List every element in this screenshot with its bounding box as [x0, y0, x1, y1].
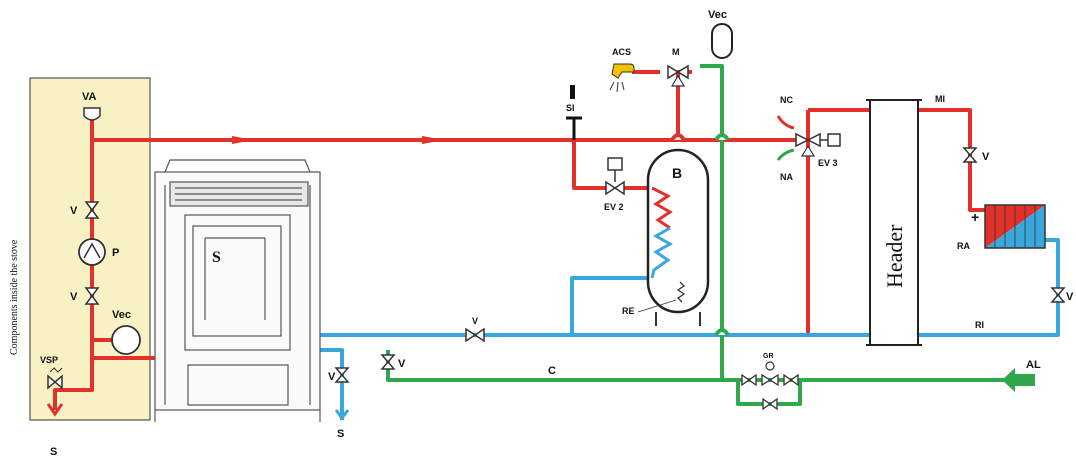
- pipe-crossover: [714, 328, 730, 337]
- expansion-tank-vec-top: [711, 23, 733, 59]
- valve-v-1: [84, 201, 100, 219]
- boiler-tank-b: [646, 148, 710, 314]
- flow-arrow: [231, 136, 249, 144]
- valve-gr-center: [761, 373, 779, 387]
- sensor-si: [570, 85, 575, 99]
- pump-p: [78, 238, 106, 266]
- label-v-mi: V: [982, 151, 990, 163]
- expansion-tank-vec: [111, 325, 141, 355]
- label-al: AL: [1026, 359, 1041, 371]
- label-ev3: EV 3: [818, 158, 838, 168]
- label-v-drain: V: [328, 371, 336, 383]
- valve-gr-bypass: [762, 397, 778, 411]
- label-v-1: V: [70, 205, 78, 217]
- label-nc: NC: [780, 95, 793, 105]
- label-v-cold: V: [398, 358, 406, 370]
- label-s-left: S: [50, 446, 57, 458]
- side-caption: Components inside the stove: [9, 239, 20, 355]
- radiator-ra: [984, 204, 1046, 249]
- label-gr: GR: [763, 353, 774, 360]
- label-plus: +: [971, 209, 979, 225]
- label-v-ri: V: [1066, 291, 1074, 303]
- ev3-lower-port: [800, 144, 816, 157]
- label-m: M: [672, 47, 680, 57]
- label-re: RE: [622, 306, 635, 316]
- boiler-coil-cold: [650, 226, 674, 279]
- valve-gr-right: [783, 373, 799, 387]
- acs-tap-icon: [611, 63, 635, 79]
- vsp-spring: [49, 367, 63, 373]
- label-va: VA: [82, 91, 97, 103]
- acs-spray: [609, 81, 625, 93]
- ev2-actuator: [607, 157, 623, 171]
- diverter-valve-ev3: [795, 132, 821, 148]
- valve-v-mi: [962, 147, 978, 163]
- label-na: NA: [780, 172, 793, 182]
- label-v-2: V: [70, 291, 78, 303]
- mixer-valve-m-stem: [670, 74, 686, 87]
- label-vsp: VSP: [40, 355, 58, 365]
- label-vec-top: Vec: [708, 9, 727, 21]
- label-mi: MI: [935, 94, 945, 104]
- label-stove-s: S: [212, 249, 221, 266]
- label-b: B: [672, 165, 682, 181]
- pump-arrow: [83, 242, 101, 259]
- label-s-right: S: [337, 428, 344, 440]
- drain-s-right: [334, 409, 350, 421]
- pipe-crossover: [714, 133, 730, 142]
- gr-gauge: [765, 361, 775, 371]
- ev3-actuator: [827, 133, 841, 147]
- label-c: C: [548, 365, 556, 377]
- sensor-si-tee: [566, 116, 582, 140]
- flow-arrow: [421, 136, 439, 144]
- label-ra: RA: [957, 241, 970, 251]
- boiler-coil-hot: [651, 186, 673, 230]
- label-header: Header: [882, 224, 907, 288]
- valve-v-drain: [334, 367, 350, 383]
- valve-gr-left: [741, 373, 757, 387]
- safety-valve-vsp: [47, 374, 63, 390]
- label-si: SI: [566, 103, 575, 113]
- label-ri: RI: [975, 320, 984, 330]
- air-vent-va: [83, 107, 101, 121]
- valve-v-return: [465, 327, 485, 343]
- header-manifold: [869, 99, 919, 346]
- valve-ev2: [605, 180, 625, 196]
- label-v-return: V: [472, 316, 478, 326]
- label-vec: Vec: [112, 309, 131, 321]
- valve-v-cold: [380, 354, 396, 370]
- al-inlet-arrow: [1002, 368, 1035, 392]
- label-ev2: EV 2: [604, 202, 624, 212]
- mixer-valve-m: [667, 64, 689, 80]
- nc-indicator: [776, 115, 795, 130]
- valve-v-2: [84, 287, 100, 305]
- valve-v-ri: [1050, 287, 1066, 303]
- re-leader: [637, 299, 677, 313]
- label-acs: ACS: [612, 47, 631, 57]
- boiler-resistance: [676, 281, 686, 303]
- pellet-stove: [154, 159, 321, 422]
- na-indicator: [776, 148, 795, 161]
- drain-s-left: [46, 403, 64, 417]
- pipe-crossover: [670, 133, 686, 142]
- label-p: P: [112, 247, 119, 259]
